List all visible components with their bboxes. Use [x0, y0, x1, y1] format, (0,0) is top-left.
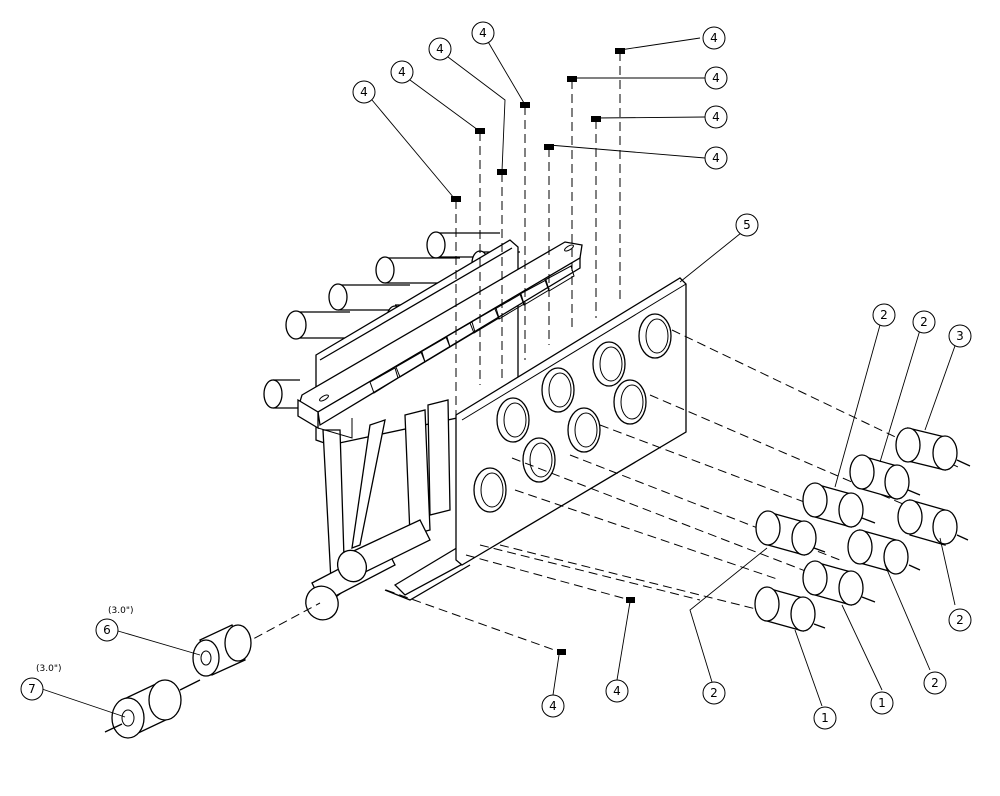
svg-text:2: 2 [710, 686, 718, 700]
balloon-4-j: 4 [541, 694, 565, 718]
svg-text:2: 2 [920, 315, 928, 329]
balloon-2-e: 2 [702, 681, 726, 705]
balloon-2-d: 2 [923, 671, 947, 695]
svg-text:5: 5 [743, 218, 751, 232]
balloon-4-i: 4 [605, 679, 629, 703]
top-tray [297, 241, 583, 439]
spacer-7-length-note: (3.0") [36, 664, 61, 674]
balloon-2-c: 2 [948, 608, 972, 632]
svg-text:2: 2 [956, 613, 964, 627]
balloon-4-a: 4 [352, 80, 376, 104]
svg-text:4: 4 [710, 31, 718, 45]
balloon-4-h: 4 [704, 146, 728, 170]
spacers-6-7 [104, 602, 321, 739]
svg-text:4: 4 [712, 151, 720, 165]
balloon-5: 5 [735, 213, 759, 237]
svg-text:4: 4 [479, 26, 487, 40]
leader-lines [41, 37, 957, 718]
svg-text:6: 6 [103, 623, 111, 637]
balloon-4-d: 4 [471, 21, 495, 45]
spacer-6-length-note: (3.0") [108, 606, 133, 616]
balloon-4-b: 4 [390, 60, 414, 84]
balloon-1-a: 1 [813, 706, 837, 730]
rear-tubes [263, 231, 520, 409]
balloon-6: 6 [95, 618, 119, 642]
balloon-4-c: 4 [428, 37, 452, 61]
svg-text:4: 4 [712, 110, 720, 124]
svg-text:4: 4 [360, 85, 368, 99]
svg-text:2: 2 [880, 308, 888, 322]
svg-text:1: 1 [878, 696, 886, 710]
balloon-1-b: 1 [870, 691, 894, 715]
svg-text:4: 4 [549, 699, 557, 713]
balloon-4-f: 4 [704, 66, 728, 90]
balloon-3: 3 [948, 324, 972, 348]
svg-text:7: 7 [28, 682, 36, 696]
loose-spacers [754, 427, 971, 632]
balloon-4-g: 4 [704, 105, 728, 129]
front-face-plate [455, 277, 687, 566]
lower-receiver-tubes [305, 519, 431, 621]
svg-text:4: 4 [712, 71, 720, 85]
svg-text:4: 4 [436, 42, 444, 56]
svg-text:3: 3 [956, 329, 964, 343]
svg-text:4: 4 [613, 684, 621, 698]
screws-item-4 [385, 48, 635, 655]
svg-text:1: 1 [821, 711, 829, 725]
svg-text:2: 2 [931, 676, 939, 690]
balloon-7: 7 [20, 677, 44, 701]
balloon-2-b: 2 [912, 310, 936, 334]
balloon-4-e: 4 [702, 26, 726, 50]
svg-text:4: 4 [398, 65, 406, 79]
balloon-2-a: 2 [872, 303, 896, 327]
